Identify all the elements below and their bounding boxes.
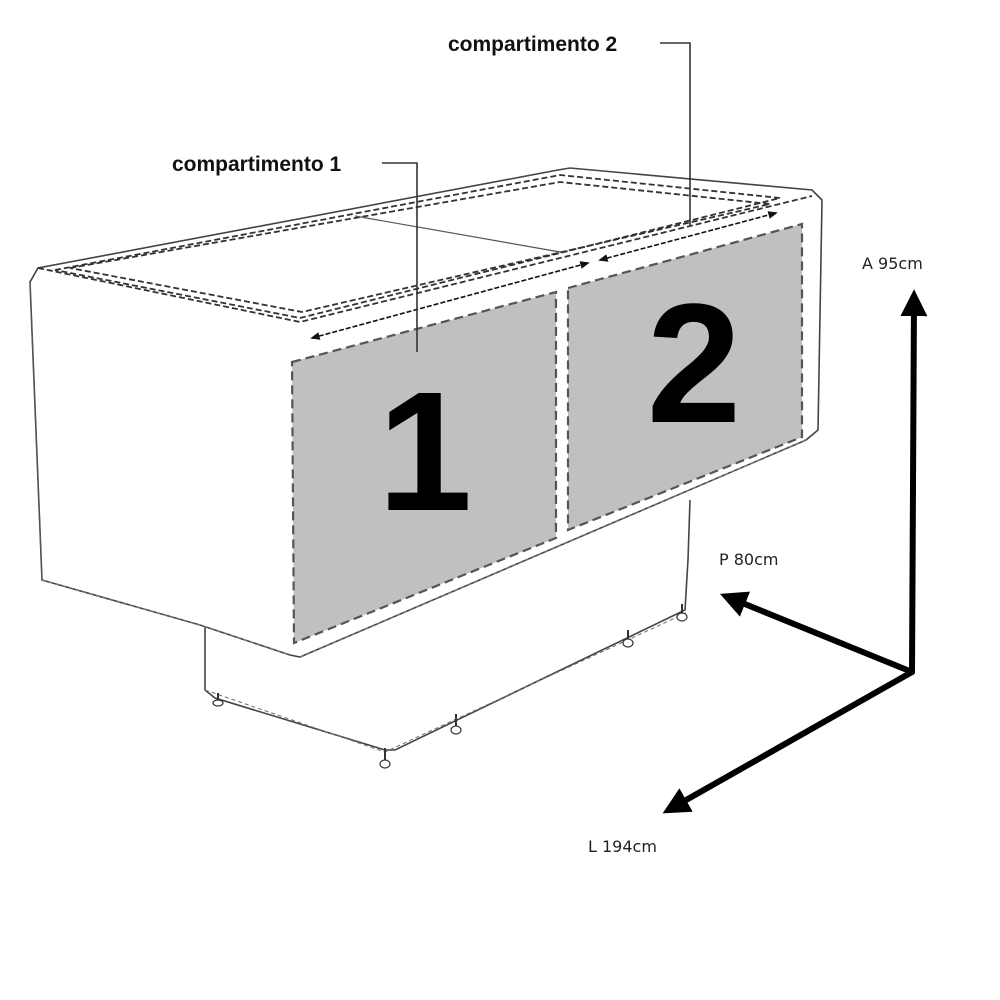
width-label: L 194cm (588, 837, 657, 856)
leg (450, 714, 462, 735)
compartment-2-label: compartimento 2 (448, 33, 617, 56)
height-label: A 95cm (862, 254, 923, 273)
compartment-1-number: 1 (378, 357, 473, 547)
freezer-lid (37, 174, 813, 323)
leg (212, 693, 224, 707)
leader-compartment-2 (660, 42, 691, 225)
freezer-base (204, 499, 691, 769)
leader-compartment-1 (382, 162, 418, 352)
leg (676, 604, 688, 622)
width-arrow (662, 669, 915, 814)
height-arrow (900, 289, 928, 675)
depth-arrow (719, 591, 915, 675)
leg (622, 630, 634, 648)
dimension-axes (662, 289, 928, 814)
compartment-1-label: compartimento 1 (172, 153, 342, 176)
leg (379, 748, 391, 769)
lid-slide-arrows (310, 211, 778, 340)
compartment-2-panel: 2 (566, 222, 804, 532)
depth-label: P 80cm (719, 550, 778, 569)
compartment-2-number: 2 (647, 269, 742, 459)
compartment-1-panel: 1 (290, 290, 558, 645)
